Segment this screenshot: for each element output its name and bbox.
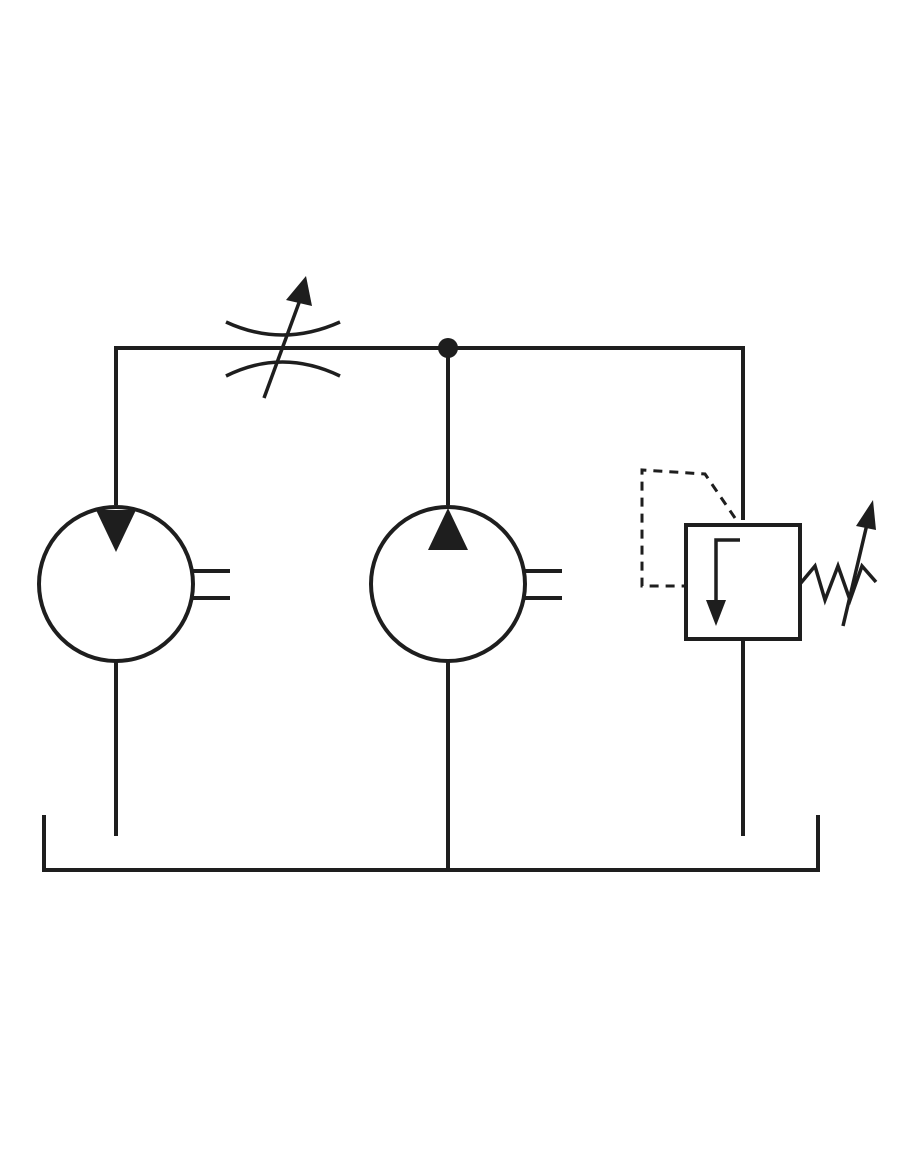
spring-adjust-arrow bbox=[841, 519, 870, 627]
supply-line-loop bbox=[114, 346, 745, 520]
relief-valve-icon bbox=[640, 468, 878, 836]
throttle-adjust-arrow bbox=[262, 299, 302, 399]
pilot-line bbox=[640, 468, 737, 588]
throttle-arrowhead bbox=[286, 276, 312, 306]
throttle-arc-lower bbox=[225, 360, 341, 378]
throttle-icon bbox=[225, 276, 341, 399]
pump-flow-triangle bbox=[428, 508, 468, 550]
motor-flow-triangle bbox=[96, 510, 136, 552]
pump-icon bbox=[369, 505, 562, 870]
spring-icon bbox=[798, 560, 878, 606]
motor-icon bbox=[37, 505, 230, 836]
tank-icon bbox=[42, 815, 820, 872]
spring-adjust-arrowhead bbox=[856, 500, 876, 530]
junction-dot bbox=[438, 338, 458, 358]
throttle-arc-upper bbox=[225, 320, 341, 337]
pressure-line bbox=[114, 338, 745, 520]
valve-flow-path bbox=[714, 538, 740, 618]
valve-body bbox=[684, 523, 802, 641]
valve-flow-arrowhead bbox=[706, 600, 726, 626]
tank-outline bbox=[42, 815, 820, 872]
